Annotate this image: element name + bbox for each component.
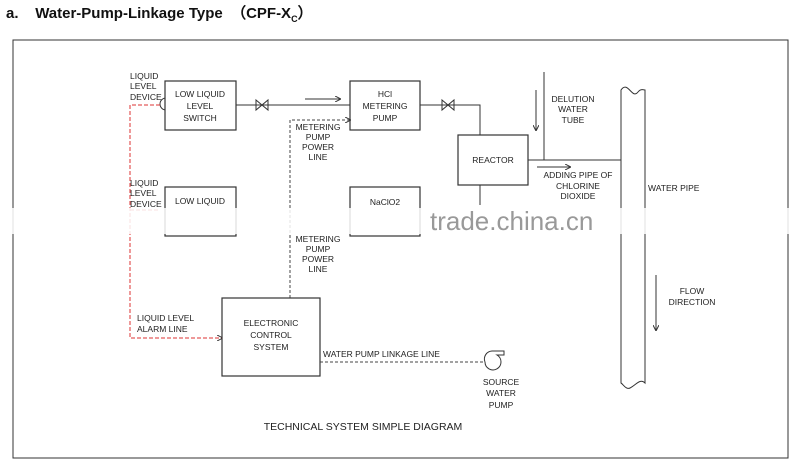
diagram-label: METERING bbox=[363, 101, 408, 111]
diagram-shape bbox=[620, 86, 646, 389]
valve-icon bbox=[441, 98, 455, 112]
diagram-label: LOW LIQUID bbox=[175, 89, 225, 99]
diagram-label: REACTOR bbox=[472, 155, 513, 165]
diagram-caption: TECHNICAL SYSTEM SIMPLE DIAGRAM bbox=[264, 421, 463, 433]
diagram-label: SYSTEM bbox=[254, 342, 289, 352]
frame bbox=[12, 39, 789, 459]
diagram-label: HCl bbox=[378, 89, 392, 99]
diagram-label: WATER PUMP LINKAGE LINE bbox=[323, 349, 440, 359]
diagram-shape bbox=[420, 104, 481, 135]
reactor: REACTOR bbox=[457, 134, 529, 186]
valve-icon bbox=[255, 98, 269, 112]
diagram-label: ADDING PIPE OF bbox=[544, 170, 613, 180]
watermark-band bbox=[0, 208, 800, 234]
diagram-label: PUMP bbox=[489, 400, 514, 410]
metering-pump-power-line bbox=[289, 120, 350, 298]
hcl-metering-pump: HCl METERING PUMP bbox=[349, 80, 421, 131]
diagram-label: LINE bbox=[309, 264, 328, 274]
diagram-label: WATER PIPE bbox=[648, 183, 700, 193]
diagram-label: METERING bbox=[296, 234, 341, 244]
diagram-label: TUBE bbox=[562, 115, 585, 125]
pump-icon bbox=[483, 350, 505, 371]
electronic-control-system: ELECTRONIC CONTROL SYSTEM bbox=[221, 297, 321, 377]
liquid-level-device-2: LIQUID LEVEL DEVICE bbox=[130, 178, 162, 209]
water-pipe: WATER PIPE bbox=[620, 86, 700, 389]
diagram-label: DEVICE bbox=[130, 199, 162, 209]
diagram-shape bbox=[164, 80, 237, 131]
diagram-label: POWER bbox=[302, 254, 334, 264]
diagram-label: DEVICE bbox=[130, 92, 162, 102]
diagram-label: LEVEL bbox=[187, 101, 214, 111]
diagram-label: SOURCE bbox=[483, 377, 520, 387]
diagram-shape bbox=[349, 80, 421, 131]
diagram-label: WATER bbox=[558, 104, 588, 114]
watermark: trade.china.cn bbox=[430, 206, 593, 236]
diagram-label: POWER bbox=[302, 142, 334, 152]
diagram-label: LEVEL bbox=[130, 81, 157, 91]
diagram-label: LIQUID LEVEL bbox=[137, 313, 194, 323]
diagram-label: METERING bbox=[296, 122, 341, 132]
diagram-label: SWITCH bbox=[183, 113, 217, 123]
diagram-label: PUMP bbox=[306, 244, 331, 254]
diagram-label: LIQUID bbox=[130, 71, 158, 81]
diagram-label: NaClO2 bbox=[370, 197, 401, 207]
diagram-label: LIQUID bbox=[130, 178, 158, 188]
diagram-label: DIOXIDE bbox=[561, 191, 596, 201]
diagram-label: FLOW bbox=[680, 286, 705, 296]
diagram-label: PUMP bbox=[306, 132, 331, 142]
diagram-label: LEVEL bbox=[130, 188, 157, 198]
diagram-label: PUMP bbox=[373, 113, 398, 123]
diagram-label: LINE bbox=[309, 152, 328, 162]
diagram-label: CHLORINE bbox=[556, 181, 600, 191]
diagram-shape bbox=[221, 297, 321, 377]
diagram-label: DIRECTION bbox=[669, 297, 716, 307]
diagram-label: DELUTION bbox=[552, 94, 595, 104]
diagram-label: LOW LIQUID bbox=[175, 196, 225, 206]
page-title: a. Water-Pump-Linkage Type （CPF-XC） bbox=[6, 5, 313, 24]
diagram-label: ALARM LINE bbox=[137, 324, 188, 334]
diagram-label: CONTROL bbox=[250, 330, 292, 340]
diagram-label: WATER bbox=[486, 388, 516, 398]
low-liquid-switch-1: LOW LIQUID LEVEL SWITCH bbox=[164, 80, 237, 131]
diagram-label: ELECTRONIC bbox=[244, 318, 299, 328]
